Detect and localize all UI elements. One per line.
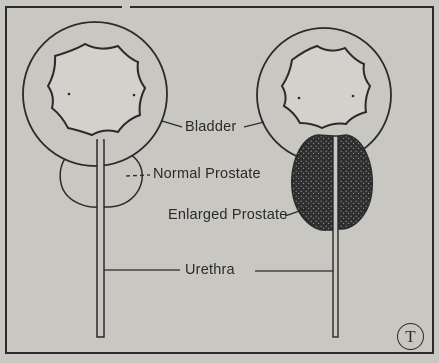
ureter-dot-left	[68, 93, 71, 96]
enlarged-prostate-right-lobe	[338, 135, 372, 229]
bladder-label: Bladder	[185, 119, 236, 135]
ureter-dot-left-2	[298, 97, 301, 100]
urethra-tube-normal	[97, 140, 104, 337]
enlarged-anatomy	[257, 28, 391, 337]
urethra-tube-enlarged	[333, 136, 338, 337]
normal-anatomy	[23, 22, 167, 337]
urethra-label: Urethra	[185, 262, 235, 278]
ureter-dot-right-2	[352, 95, 355, 98]
enlarged-prostate-label: Enlarged Prostate	[168, 207, 287, 223]
ureter-dot-right	[133, 94, 136, 97]
bladder-leader-left	[162, 121, 182, 127]
bladder-leader-right	[244, 122, 264, 127]
copyright-logo-icon: T	[397, 323, 424, 350]
normal-prostate-label: Normal Prostate	[153, 166, 261, 182]
